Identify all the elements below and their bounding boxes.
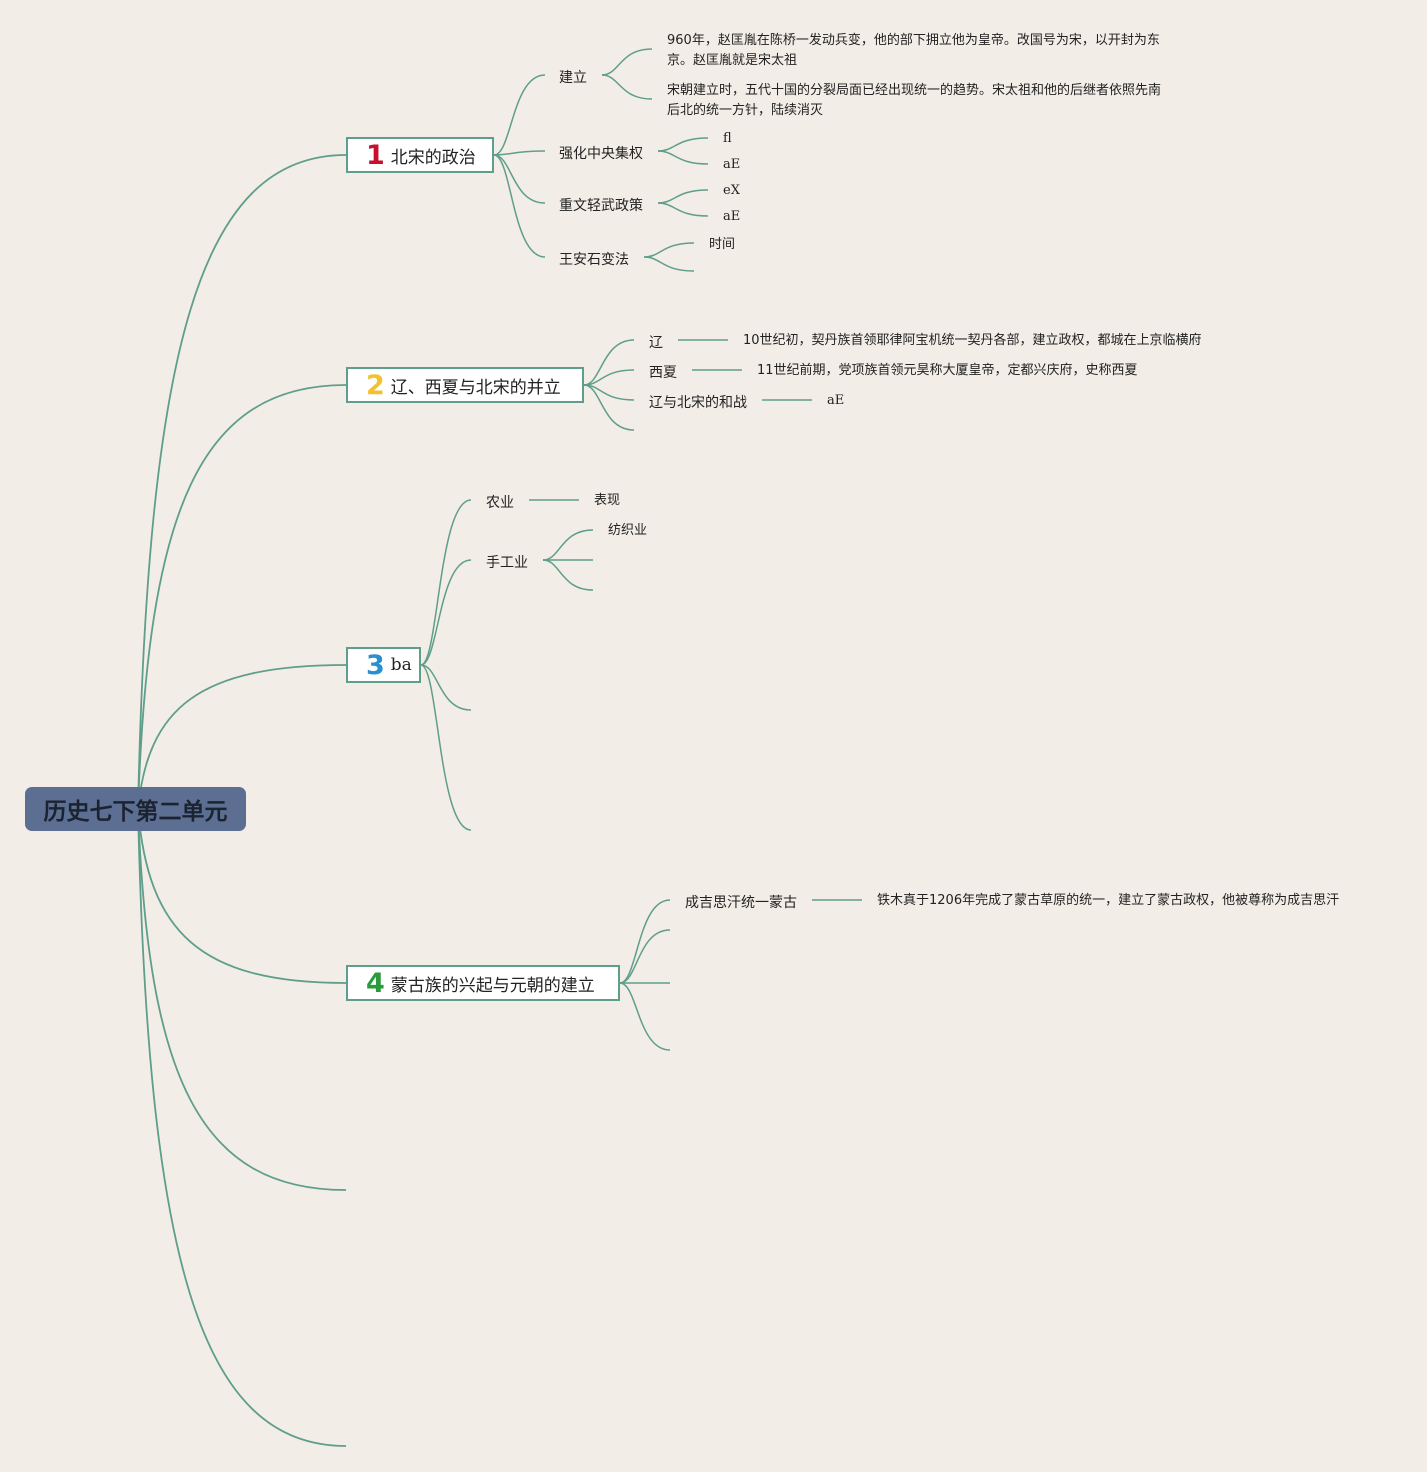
link-jianli-leaf1 — [601, 48, 653, 76]
link-shougongye-empty2 — [542, 559, 594, 591]
link-jianli-leaf2 — [601, 74, 653, 100]
topic-label-1: 北宋的政治 — [390, 147, 476, 168]
topic-node-3[interactable]: 3 ba — [346, 647, 421, 683]
link-topic2-empty — [583, 384, 635, 431]
link-liao — [583, 339, 635, 386]
root-link-5 — [137, 808, 347, 1191]
topic-number-2: 2 — [366, 369, 385, 401]
link-topic4-empty1 — [619, 929, 671, 984]
subtopic-shougongye[interactable]: 手工业 — [486, 555, 528, 571]
link-topic3-empty2 — [420, 664, 472, 831]
link-qianghua-leaf1 — [657, 137, 709, 152]
root-link-6 — [137, 808, 347, 1447]
root-link-1 — [137, 154, 347, 810]
leaf-qianghua-1[interactable]: fl — [723, 131, 732, 146]
link-zhongwen-leaf2 — [657, 202, 709, 217]
subtopic-nongye[interactable]: 农业 — [486, 495, 514, 511]
link-qianghua-leaf2 — [657, 150, 709, 165]
link-zhongwen-leaf1 — [657, 189, 709, 204]
subtopic-qianghua[interactable]: 强化中央集权 — [559, 146, 643, 162]
topic-number-4: 4 — [366, 967, 385, 999]
link-shougongye — [420, 559, 472, 666]
leaf-liao-1[interactable]: 10世纪初，契丹族首领耶律阿宝机统一契丹各部，建立政权，都城在上京临横府 — [743, 333, 1202, 348]
subtopic-zhongwen[interactable]: 重文轻武政策 — [559, 198, 643, 214]
leaf-jianli-2[interactable]: 宋朝建立时，五代十国的分裂局面已经出现统一的趋势。宋太祖和他的后继者依照先南后北… — [667, 83, 1162, 118]
link-wanganshi-empty — [643, 256, 695, 272]
root-link-2 — [137, 384, 347, 810]
link-wanganshi — [493, 154, 546, 258]
root-title: 历史七下第二单元 — [43, 799, 228, 825]
leaf-wanganshi-1[interactable]: 时间 — [709, 237, 736, 252]
topic-node-4[interactable]: 4 蒙古族的兴起与元朝的建立 — [346, 965, 620, 1001]
link-hezhan — [583, 384, 635, 401]
link-zhongwen — [493, 154, 546, 204]
subtopic-xixia[interactable]: 西夏 — [649, 365, 677, 381]
topic-label-3: ba — [390, 655, 412, 675]
subtopic-liao[interactable]: 辽 — [649, 335, 663, 351]
leaf-jianli-1[interactable]: 960年，赵匡胤在陈桥一发动兵变，他的部下拥立他为皇帝。改国号为宋，以开封为东京… — [667, 33, 1160, 68]
link-chengjisihan — [619, 899, 671, 984]
subtopic-hezhan[interactable]: 辽与北宋的和战 — [649, 395, 747, 411]
leaf-xixia-1[interactable]: 11世纪前期，党项族首领元昊称大厦皇帝，定都兴庆府，史称西夏 — [757, 363, 1138, 378]
leaf-shougongye-1[interactable]: 纺织业 — [608, 523, 648, 538]
leaf-zhongwen-1[interactable]: eX — [723, 183, 740, 198]
leaf-qianghua-2[interactable]: aE — [723, 157, 741, 172]
link-nongye — [420, 499, 472, 666]
topic-number-3: 3 — [366, 649, 385, 681]
subtopic-wanganshi[interactable]: 王安石变法 — [559, 252, 629, 268]
link-xixia — [583, 369, 635, 386]
link-shougongye-leaf1 — [542, 529, 594, 561]
topic-node-1[interactable]: 1 北宋的政治 — [346, 137, 494, 173]
leaf-nongye-1[interactable]: 表现 — [594, 493, 621, 508]
link-topic4-empty3 — [619, 982, 671, 1051]
leaf-zhongwen-2[interactable]: aE — [723, 209, 741, 224]
link-wanganshi-leaf1 — [643, 242, 695, 258]
leaf-hezhan-1[interactable]: aE — [827, 393, 845, 408]
link-topic3-empty1 — [420, 664, 472, 711]
topic-label-2: 辽、西夏与北宋的并立 — [390, 377, 561, 398]
topic-number-1: 1 — [366, 139, 385, 171]
link-jianli — [493, 74, 546, 156]
subtopic-jianli[interactable]: 建立 — [559, 70, 587, 86]
topic-label-4: 蒙古族的兴起与元朝的建立 — [390, 975, 595, 996]
subtopic-chengjisihan[interactable]: 成吉思汗统一蒙古 — [685, 895, 797, 911]
root-link-3 — [137, 664, 347, 810]
leaf-chengjisihan-1[interactable]: 铁木真于1206年完成了蒙古草原的统一，建立了蒙古政权，他被尊称为成吉思汗 — [877, 893, 1340, 908]
root-link-4 — [137, 808, 347, 984]
root-node[interactable]: 历史七下第二单元 — [25, 787, 246, 831]
link-qianghua — [493, 150, 546, 156]
topic-node-2[interactable]: 2 辽、西夏与北宋的并立 — [346, 367, 584, 403]
